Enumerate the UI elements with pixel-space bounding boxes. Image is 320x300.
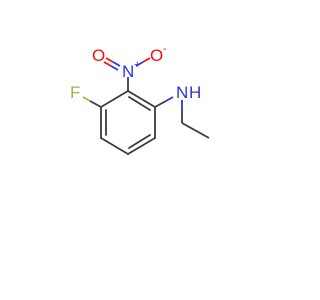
bond-n-o-single-b (142, 57, 151, 63)
bond-n-o-double-a (112, 61, 121, 67)
molecule-structure: F N + O O - N H (70, 43, 210, 155)
bond-ch2-ch3 (181, 122, 210, 139)
amine-nitrogen-label: N (176, 83, 188, 102)
bond-n-o-double-a2 (105, 57, 114, 63)
oxygen-single-label: O (150, 46, 163, 65)
amine-hydrogen-label: H (189, 83, 201, 102)
bond-c-f-light (82, 96, 91, 102)
oxygen-double-label: O (92, 46, 105, 65)
bond-c-amine-dark (154, 100, 167, 108)
ring-bond-c1-c2 (127, 90, 156, 108)
oxygen-minus-charge: - (163, 43, 167, 55)
bond-n-o-double-b (110, 65, 119, 71)
bond-n-o-double-b2 (103, 61, 112, 67)
fluorine-label: F (70, 83, 80, 102)
ring-double-c3-c4 (128, 134, 151, 149)
nitro-nitrogen-label: N (122, 62, 134, 81)
bond-c-amine-blue (165, 96, 174, 102)
bond-n-o-single-a (135, 61, 144, 67)
bond-c-f-dark (89, 100, 102, 108)
nitro-plus-charge: + (134, 59, 140, 71)
benzene-ring (100, 90, 156, 155)
ring-double-c1-c2 (128, 96, 151, 111)
ring-bond-c4-c5 (100, 137, 129, 155)
ring-bond-c6-c1 (100, 90, 129, 108)
ring-bond-c3-c4 (127, 137, 156, 155)
